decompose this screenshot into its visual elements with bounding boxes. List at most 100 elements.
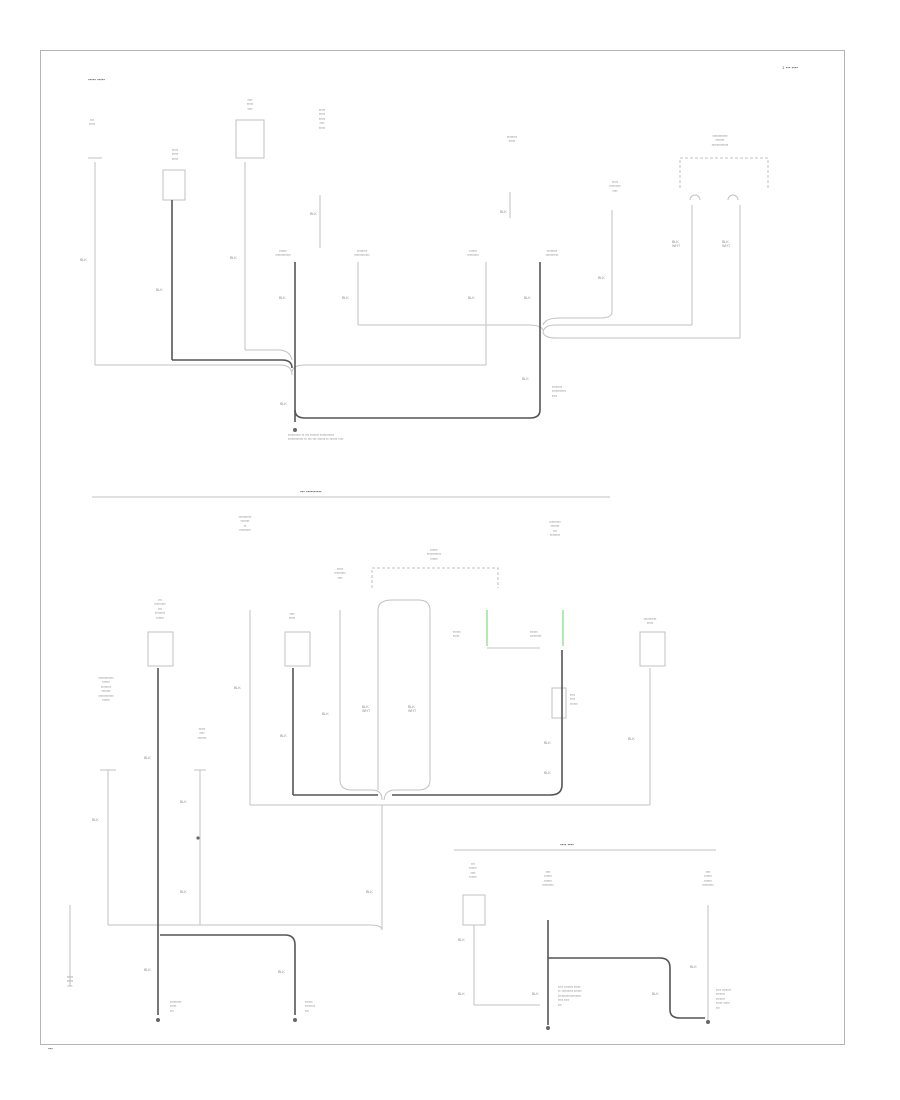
wire-label-t6: BLK	[342, 296, 349, 300]
wire-label-m15: BLK	[278, 970, 285, 974]
mid-component-fuel-label: ▪▪▪▪ ▪▪▪▪▪	[288, 612, 296, 621]
lower-left-ground-label: ▪▪▪▪▪ ▪▪▪▪▪ ▪▪▪▪	[66, 975, 74, 988]
top-component-6-label: ▪▪▪▪▪ ▪▪▪▪▪▪▪▪▪ ▪▪▪▪	[609, 180, 621, 193]
wire-label-m2: BLK	[280, 734, 287, 738]
wire-label-m14: BLK	[144, 968, 151, 972]
mid-ground-label-2: ▪▪▪▪▪▪ ▪▪▪▪▪▪▪▪ ▪▪▪	[305, 1000, 316, 1013]
wire-mid-dlc-join	[339, 779, 383, 801]
wire-label-m5: BLK WHT	[408, 705, 417, 714]
wire-label-b2: BLK	[458, 992, 465, 996]
wire-dark-comp2-join	[172, 359, 293, 369]
top-splice-label: ▪▪▪▪▪▪▪▪ ▪▪▪▪▪▪▪▪▪▪▪ ▪▪▪▪	[552, 385, 567, 398]
mid-component-instrument-label: ▪▪▪▪▪▪▪▪▪▪ ▪▪▪▪▪	[643, 617, 657, 626]
bottom-component-1-label: ▪▪▪ ▪▪▪▪▪▪ ▪▪▪▪ ▪▪▪▪▪▪	[469, 862, 477, 880]
bottom-ground-label-2: ▪▪▪▪ ▪▪▪▪▪▪▪ ▪▪▪▪▪▪▪ ▪▪▪▪▪▪▪ ▪▪▪▪▪ ▪▪▪▪▪…	[716, 988, 732, 1010]
mid-sensor-label: ▪▪▪▪ ▪▪▪▪ ▪▪▪▪▪▪	[570, 693, 578, 706]
mid-component-connector-label: ▪▪▪▪▪▪ ▪▪▪▪▪▪▪▪▪▪▪ ▪▪▪▪▪▪	[426, 548, 442, 561]
wire-label-b4: BLK	[652, 992, 659, 996]
page-code: 1 ▪▪▪ ▪▪▪▪	[782, 65, 798, 70]
mid-component-1-label: ▪▪▪▪▪▪▪▪▪▪ ▪▪▪▪▪▪▪ ▪▪ ▪▪▪▪▪▪▪▪▪	[238, 515, 252, 533]
wire-label-t14: BLK	[280, 402, 287, 406]
ground-dot-top	[293, 428, 297, 432]
wire-mid-loop-join	[383, 779, 431, 801]
wire-label-t12: BLK WHT	[722, 240, 731, 249]
mid-component-instrument-body	[639, 631, 666, 667]
wire-comp6-join	[542, 311, 613, 326]
wire-branch-c-join	[291, 364, 486, 373]
wire-label-t9: BLK	[524, 296, 531, 300]
top-component-1-label: ▪▪▪ ▪▪▪▪▪	[88, 118, 96, 127]
wire-lower-trunk	[108, 924, 383, 931]
wire-mid-loop-top	[377, 599, 431, 611]
top-component-4-label: ▪▪▪▪▪ ▪▪▪▪▪ ▪▪▪▪▪ ▪▪▪▪ ▪▪▪▪▪	[318, 108, 326, 130]
wire-label-t8: BLK	[500, 210, 507, 214]
wire-comp3-join	[245, 349, 293, 361]
top-ground-label: ▪▪▪▪▪▪▪▪▪▪ ▪▪ ▪▪▪ ▪▪▪▪▪▪▪ ▪▪▪▪▪▪▪▪▪▪▪ ▪▪…	[288, 433, 344, 442]
section-title-top: ▪▪▪▪▪ ▪▪▪▪▪	[88, 77, 105, 82]
wire-label-m3: BLK	[322, 712, 329, 716]
branch-label-1: ▪▪▪▪▪▪ ▪▪▪▪▪▪▪▪▪▪▪▪	[275, 249, 291, 258]
wire-top-trunk-left	[95, 364, 293, 376]
branch-label-3: ▪▪▪▪▪▪ ▪▪▪▪▪▪▪▪▪	[467, 249, 479, 258]
mid-component-sensor-body	[551, 687, 567, 719]
wire-label-t10: BLK	[598, 276, 605, 280]
mid-component-2-label: ▪▪▪▪▪▪▪▪▪ ▪▪▪▪▪▪▪ ▪▪▪ ▪▪▪▪▪▪▪▪	[549, 520, 561, 538]
top-component-2-body	[162, 169, 186, 201]
ground-dot-3	[546, 1026, 550, 1030]
wire-dark-sensor-join	[392, 784, 563, 796]
top-component-3-body	[235, 119, 265, 159]
wire-label-m8: BLK	[628, 737, 635, 741]
bottom-component-2-label: ▪▪▪▪ ▪▪▪▪▪▪ ▪▪▪▪▪▪ ▪▪▪▪▪▪▪▪▪	[542, 870, 554, 888]
wire-label-m6: BLK	[544, 741, 551, 745]
section-title-middle: ▪▪▪ ▪▪▪▪▪▪▪▪▪▪	[300, 489, 322, 494]
tcm-connector-outline	[679, 157, 769, 188]
wire-dark-lower-right	[160, 934, 296, 1015]
ground-dot-2	[293, 1018, 297, 1022]
tcm-pin-2	[727, 194, 739, 201]
branch-label-2: ▪▪▪▪▪▪▪▪ ▪▪▪▪▪▪▪▪▪▪▪▪	[354, 249, 370, 258]
wire-tcm-2-join	[542, 331, 740, 339]
dlc-connector-outline	[371, 567, 499, 588]
top-component-3-label: ▪▪▪▪ ▪▪▪▪▪ ▪▪▪▪	[246, 98, 254, 111]
mid-component-left-label: ▪▪▪ ▪▪▪▪▪▪▪▪▪ ▪▪▪ ▪▪▪▪▪▪▪▪ ▪▪▪▪▪▪	[154, 598, 166, 620]
wire-label-b5: BLK	[690, 965, 697, 969]
footer-code: ▪▪▪	[48, 1046, 53, 1051]
wire-label-t4: BLK	[310, 212, 317, 216]
wire-label-t2: BLK	[156, 288, 163, 292]
top-component-5-label: ▪▪▪▪▪▪▪▪ ▪▪▪▪▪	[506, 135, 518, 144]
wire-label-m13: BLK	[366, 890, 373, 894]
mid-component-left-body	[147, 631, 174, 667]
ground-dot-4	[706, 1020, 710, 1024]
wire-label-t13: BLK	[522, 377, 529, 381]
wire-label-m4: BLK WHT	[362, 705, 371, 714]
splice-dot	[196, 836, 200, 840]
wire-label-m7: BLK	[544, 771, 551, 775]
mid-component-fuel-body	[284, 631, 311, 667]
lower-left-component-label: ▪▪▪▪▪▪▪▪▪▪▪▪ ▪▪▪▪▪▪ ▪▪▪▪▪▪▪▪ ▪▪▪▪▪▪▪ ▪▪▪…	[98, 676, 114, 703]
wire-branch-b-join	[358, 324, 544, 331]
mid-green-label-1: ▪▪▪▪▪▪ ▪▪▪▪▪	[453, 630, 461, 639]
wire-label-t1: BLK	[80, 258, 87, 262]
mid-green-label-2: ▪▪▪▪▪▪ ▪▪▪▪▪▪▪▪▪	[530, 630, 542, 639]
mid-component-dlc-label: ▪▪▪▪▪ ▪▪▪▪▪▪▪▪▪ ▪▪▪▪	[334, 567, 346, 580]
wire-label-t11: BLK WHT	[672, 240, 681, 249]
wire-dark-bottom-cross	[548, 957, 705, 1019]
tcm-pin-1	[689, 194, 701, 201]
wire-dark-ground-loop	[294, 409, 541, 419]
ground-dot-1	[156, 1018, 160, 1022]
lower-fuse-label: ▪▪▪▪▪ ▪▪▪▪ ▪▪▪▪▪▪▪	[197, 727, 207, 740]
wire-label-m12: BLK	[180, 890, 187, 894]
wire-label-m10: BLK	[92, 818, 99, 822]
wire-label-b3: BLK	[532, 992, 539, 996]
wire-label-t5: BLK	[279, 296, 286, 300]
diagram-border	[40, 50, 845, 1045]
wire-label-m1: BLK	[234, 686, 241, 690]
bottom-component-1-body	[462, 894, 486, 926]
top-component-2-label: ▪▪▪▪▪ ▪▪▪▪▪ ▪▪▪▪▪	[171, 148, 179, 161]
wire-label-b1: BLK	[458, 938, 465, 942]
top-component-7-label: ▪▪▪▪▪▪▪▪▪▪▪▪ ▪▪▪▪▪▪▪ ▪▪▪▪▪▪▪▪▪▪▪▪▪	[711, 134, 729, 147]
wire-label-t3: BLK	[230, 256, 237, 260]
wire-label-m9: BLK	[144, 756, 151, 760]
branch-label-4: ▪▪▪▪▪▪▪▪ ▪▪▪▪▪▪▪▪▪▪	[545, 249, 559, 258]
